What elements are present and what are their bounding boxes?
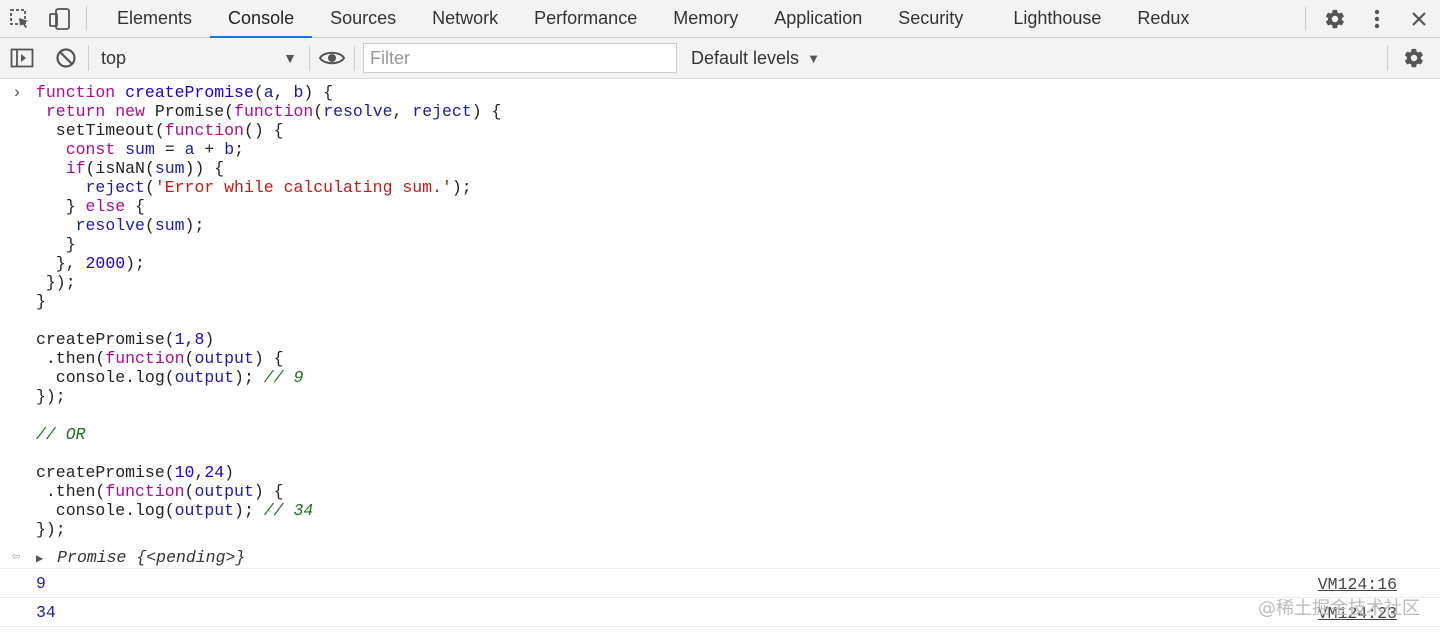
tab-network[interactable]: Network <box>432 8 499 28</box>
console-settings-gear-icon[interactable] <box>1388 38 1440 78</box>
dropdown-caret-icon: ▼ <box>807 50 820 66</box>
more-options-icon[interactable] <box>1356 0 1398 37</box>
panel-tabs: Elements Console Sources Network Perform… <box>99 0 1207 38</box>
console-input-entry: › function createPromise(a, b) { return … <box>0 79 1440 543</box>
result-label: Promise <box>57 548 127 567</box>
tab-sources[interactable]: Sources <box>330 8 397 28</box>
clear-console-icon[interactable] <box>44 38 88 78</box>
source-link[interactable]: VM124:23 <box>1317 604 1397 623</box>
watermark: @稀土掘金技术社区 <box>1258 598 1420 619</box>
result-row[interactable]: ⇦ ▶ Promise {<pending>} <box>0 545 1440 569</box>
context-value: top <box>101 47 127 68</box>
log-value: 34 <box>36 602 56 622</box>
inspect-element-icon[interactable] <box>0 0 40 37</box>
divider <box>86 6 87 31</box>
filter-input[interactable] <box>363 43 677 73</box>
expand-triangle-icon[interactable]: ▶ <box>36 552 44 566</box>
result-arrow-icon: ⇦ <box>12 549 21 565</box>
log-value: 9 <box>36 573 46 593</box>
log-row: 9 VM124:16 <box>0 569 1440 598</box>
log-levels-label: Default levels <box>691 47 800 68</box>
tab-performance[interactable]: Performance <box>534 8 638 28</box>
device-toolbar-icon[interactable] <box>40 0 80 37</box>
divider <box>1387 45 1388 71</box>
console-messages: › function createPromise(a, b) { return … <box>0 79 1440 627</box>
input-prompt-chevron-icon: › <box>12 83 22 102</box>
log-levels-dropdown[interactable]: Default levels ▼ <box>691 48 820 69</box>
divider <box>354 45 355 71</box>
dropdown-caret-icon: ▼ <box>283 50 297 66</box>
tab-lighthouse[interactable]: Lighthouse <box>1013 8 1102 28</box>
log-row: 34 VM124:23 <box>0 598 1440 627</box>
code-block: function createPromise(a, b) { return ne… <box>36 83 502 539</box>
divider <box>1305 6 1306 31</box>
result-value: {<pending>} <box>136 548 246 567</box>
console-toolbar: top ▼ Default levels ▼ <box>0 38 1440 79</box>
divider <box>309 45 310 71</box>
context-selector[interactable]: top ▼ <box>89 48 309 69</box>
tab-security[interactable]: Security <box>898 8 964 28</box>
tab-console[interactable]: Console <box>210 0 313 38</box>
tab-application[interactable]: Application <box>774 8 863 28</box>
divider <box>88 45 89 71</box>
tab-redux[interactable]: Redux <box>1137 8 1190 28</box>
source-link[interactable]: VM124:16 <box>1317 575 1397 594</box>
live-expression-eye-icon[interactable] <box>310 38 354 78</box>
devtools-tabbar: Elements Console Sources Network Perform… <box>0 0 1440 38</box>
tab-elements[interactable]: Elements <box>117 8 193 28</box>
sidebar-toggle-icon[interactable] <box>0 38 44 78</box>
close-icon[interactable] <box>1398 0 1440 37</box>
settings-gear-icon[interactable] <box>1314 0 1356 37</box>
tab-memory[interactable]: Memory <box>673 8 739 28</box>
